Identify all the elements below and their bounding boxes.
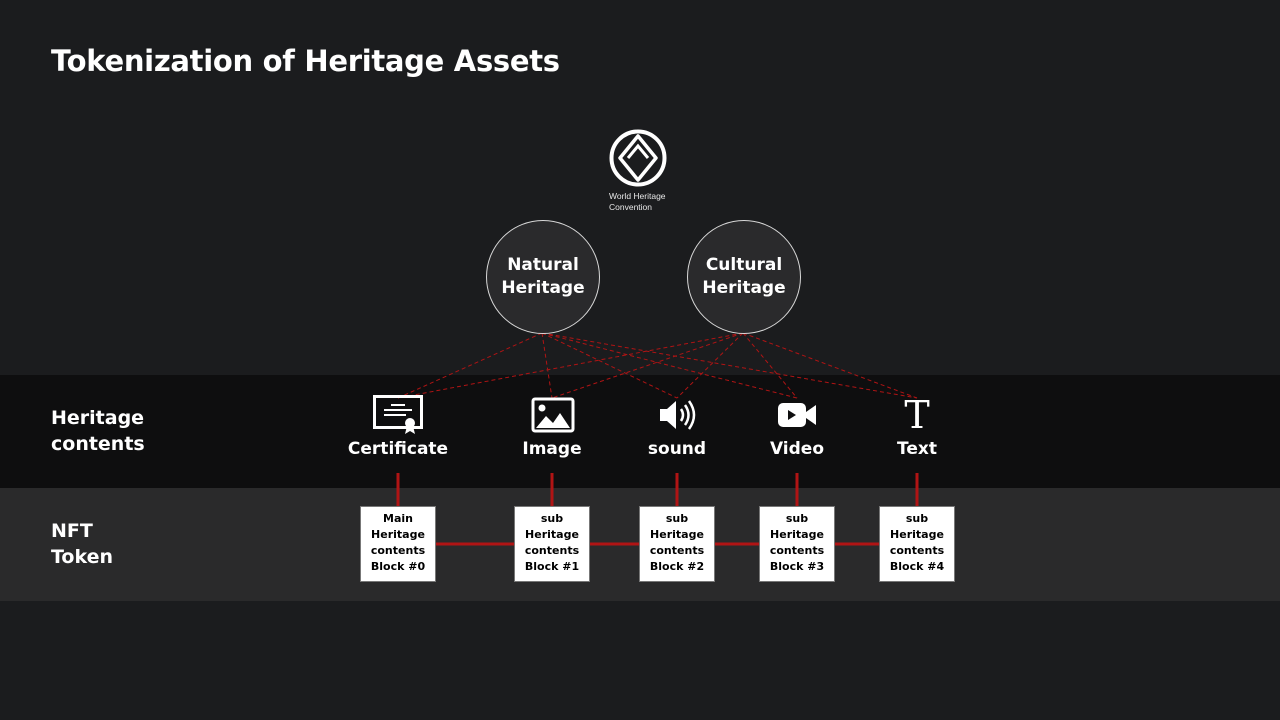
row-label-line: NFT	[51, 520, 93, 542]
block-line: Heritage	[371, 528, 425, 541]
world-heritage-emblem-icon	[609, 129, 667, 187]
heritage-contents-band	[0, 375, 1280, 488]
node-label-line: Heritage	[501, 278, 585, 298]
link-natural-sound	[541, 332, 678, 399]
block-line: sub	[785, 512, 809, 525]
logo-caption: World Heritage Convention	[609, 191, 666, 213]
link-cultural-image	[551, 332, 744, 399]
content-label: sound	[647, 439, 707, 459]
block-line: Block #0	[370, 560, 426, 573]
block-line: Block #1	[524, 560, 580, 573]
logo-caption-line: World Heritage	[609, 191, 666, 201]
block-line: Block #2	[649, 560, 705, 573]
sound-icon	[652, 395, 702, 435]
natural-heritage-node: Natural Heritage	[486, 220, 600, 334]
content-label: Image	[522, 439, 582, 459]
block-line: Block #4	[889, 560, 945, 573]
block-line: sub	[905, 512, 929, 525]
block-line: Main	[383, 512, 413, 525]
image-icon	[527, 395, 577, 435]
link-cultural-certificate	[397, 332, 744, 399]
row-label-line: Heritage	[51, 407, 145, 429]
page-title: Tokenization of Heritage Assets	[51, 44, 560, 78]
block-line: contents	[889, 544, 945, 557]
link-natural-video	[541, 332, 798, 399]
link-cultural-text	[742, 332, 918, 399]
block-line: Heritage	[890, 528, 944, 541]
row-label-nft-token: NFT Token	[51, 518, 113, 570]
cultural-heritage-node: Cultural Heritage	[687, 220, 801, 334]
block-line: Heritage	[650, 528, 704, 541]
block-line: Heritage	[770, 528, 824, 541]
block-line: Heritage	[525, 528, 579, 541]
link-cultural-sound	[676, 332, 744, 399]
node-label-line: Natural	[507, 255, 579, 275]
row-label-line: Token	[51, 546, 114, 568]
row-label-heritage-contents: Heritage contents	[51, 405, 145, 457]
nft-block-0: Main Heritage contents Block #0	[360, 506, 436, 582]
video-icon	[772, 395, 822, 435]
certificate-icon	[373, 395, 423, 435]
block-line: sub	[540, 512, 564, 525]
block-line: contents	[769, 544, 825, 557]
nft-block-3: sub Heritage contents Block #3	[759, 506, 835, 582]
node-label-line: Cultural	[705, 255, 783, 275]
link-cultural-video	[742, 332, 798, 399]
link-natural-certificate	[397, 332, 543, 399]
link-natural-text	[541, 332, 918, 399]
logo-caption-line: Convention	[609, 202, 653, 212]
content-label: Text	[897, 439, 937, 459]
link-natural-image	[541, 332, 553, 399]
block-line: contents	[649, 544, 705, 557]
content-label: Certificate	[347, 439, 449, 459]
block-line: Block #3	[769, 560, 825, 573]
nft-block-4: sub Heritage contents Block #4	[879, 506, 955, 582]
content-label: Video	[769, 439, 825, 459]
block-line: sub	[665, 512, 689, 525]
world-heritage-logo: World Heritage Convention	[608, 128, 678, 218]
row-label-line: contents	[51, 433, 145, 455]
nft-block-2: sub Heritage contents Block #2	[639, 506, 715, 582]
block-line: contents	[524, 544, 580, 557]
node-label-line: Heritage	[702, 278, 786, 298]
block-line: contents	[370, 544, 426, 557]
text-icon: T	[904, 393, 930, 437]
nft-block-1: sub Heritage contents Block #1	[514, 506, 590, 582]
